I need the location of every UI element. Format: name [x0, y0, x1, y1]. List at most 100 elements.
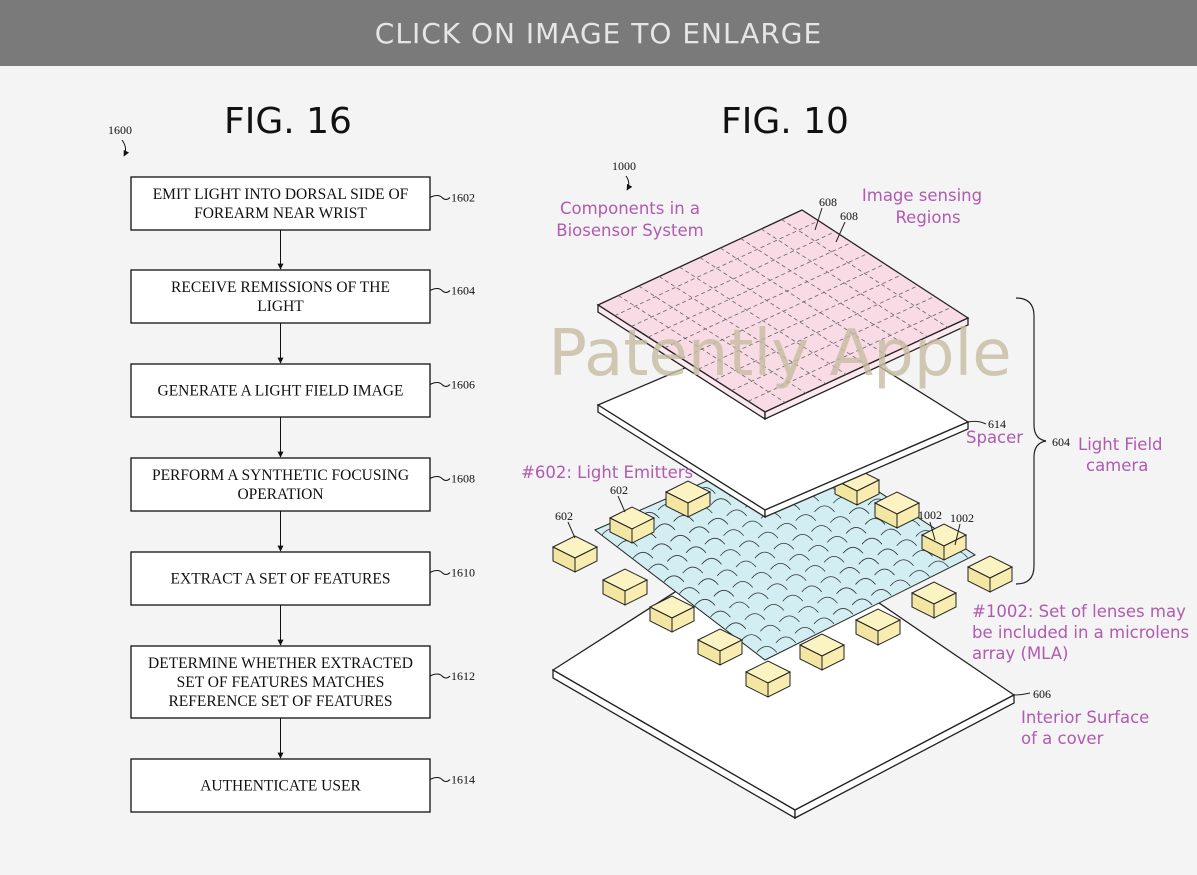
annotation-components: Components in a Biosensor System: [556, 199, 703, 240]
annotation-lenses: #1002: Set of lenses may be included in …: [972, 602, 1189, 663]
sensor-grid-line: [658, 276, 827, 385]
svg-text:Light Field: Light Field: [1078, 435, 1163, 454]
lens: [679, 587, 700, 594]
ref-606: 606: [1033, 687, 1051, 701]
lens: [896, 539, 918, 546]
annotation-light-field: Light Field camera: [1078, 435, 1163, 475]
flow-box-text: EXTRACT A SET OF FEATURES: [171, 571, 391, 588]
flow-ref-leader: [429, 476, 451, 481]
ref-1002a: 1002: [918, 508, 942, 522]
lens: [877, 548, 899, 556]
flow-box-text: OPERATION: [237, 486, 323, 503]
lens: [697, 578, 719, 585]
lens: [766, 583, 788, 591]
lens: [663, 575, 685, 583]
annotation-interior: Interior Surface of a cover: [1021, 708, 1149, 748]
lens: [701, 557, 722, 565]
flow-box-text: RECEIVE REMISSIONS OF THE: [171, 279, 390, 296]
flow-box: [130, 176, 431, 231]
lens: [720, 549, 741, 556]
lens: [747, 592, 769, 600]
flow-box-text: LIGHT: [257, 298, 304, 315]
lens: [744, 613, 766, 620]
flow-box: [130, 363, 431, 418]
lens: [909, 570, 930, 577]
flow-step: PERFORM A SYNTHETIC FOCUSINGOPERATION160…: [130, 457, 475, 512]
fig16-ref-arrow: [121, 139, 130, 157]
sensor-grid-line: [681, 263, 886, 359]
lens: [912, 549, 933, 557]
lens: [808, 545, 829, 552]
fig10-ref-arrow: [625, 175, 633, 191]
lens: [682, 566, 704, 574]
ref-1002b: 1002: [950, 511, 974, 525]
lens: [848, 507, 870, 515]
flow-box-text: REFERENCE SET OF FEATURES: [168, 693, 392, 710]
lens: [775, 636, 797, 644]
svg-text:of a cover: of a cover: [1021, 729, 1104, 748]
flow-step: EMIT LIGHT INTO DORSAL SIDE OF FOREARM NE…: [130, 176, 475, 231]
sensor-grid-line: [740, 238, 908, 347]
lens: [842, 546, 864, 554]
leader-606: [1013, 692, 1031, 696]
lens: [710, 610, 731, 618]
fig10-ref: 1000: [612, 159, 636, 173]
lens: [776, 522, 798, 530]
leader-602b: [617, 495, 626, 513]
flow-box: [130, 457, 431, 512]
flow-ref: 1602: [451, 191, 475, 205]
sensor-grid-line: [760, 228, 928, 338]
light-emitter: [601, 568, 649, 606]
light-field-bracket: [1015, 297, 1047, 585]
flow-ref-leader: [429, 570, 451, 575]
flow-box: [130, 269, 431, 324]
lens: [704, 537, 726, 545]
lens: [801, 585, 823, 593]
flow-ref: 1612: [451, 669, 475, 683]
lens: [756, 645, 778, 653]
flow-box-text: FOREARM NEAR WRIST: [194, 205, 367, 222]
leader-608b: [835, 221, 846, 243]
lens: [751, 571, 772, 579]
light-emitter: [648, 595, 696, 633]
fig16-ref: 1600: [108, 123, 132, 137]
sensor-grid-line: [720, 247, 888, 356]
lens: [729, 601, 750, 609]
flow-ref: 1608: [451, 472, 475, 486]
light-emitter: [551, 535, 599, 573]
lens: [839, 567, 861, 574]
svg-text:camera: camera: [1086, 456, 1148, 475]
lens: [713, 589, 735, 597]
lens: [811, 525, 832, 532]
lens: [794, 626, 816, 634]
svg-text:be included in a microlens: be included in a microlens: [972, 623, 1189, 642]
flow-box-text: EMIT LIGHT INTO DORSAL SIDE OF: [153, 186, 409, 203]
svg-text:Image sensing: Image sensing: [862, 186, 982, 205]
lens: [742, 520, 763, 528]
flow-box-text: SET OF FEATURES MATCHES: [177, 674, 385, 691]
sensor-grid-line: [698, 274, 902, 370]
lens: [880, 528, 902, 536]
lens: [726, 509, 748, 517]
light-emitter: [798, 633, 846, 671]
lens: [830, 516, 851, 523]
ref-608a: 608: [819, 195, 837, 209]
flow-box-text: AUTHENTICATE USER: [200, 778, 361, 795]
flow-box-text: GENERATE A LIGHT FIELD IMAGE: [158, 383, 404, 400]
sensor-grid-line: [631, 231, 836, 327]
leader-608a: [814, 207, 823, 231]
ref-614: 614: [988, 417, 1006, 431]
svg-text:Biosensor System: Biosensor System: [556, 221, 703, 240]
watermark: Patently Apple: [548, 317, 1011, 391]
lens: [851, 598, 873, 606]
lens: [651, 543, 673, 551]
click-to-enlarge-banner[interactable]: CLICK ON IMAGE TO ENLARGE: [0, 0, 1197, 66]
lens: [685, 546, 707, 554]
light-emitters: [551, 468, 1014, 698]
lens: [789, 553, 810, 561]
lens: [889, 579, 911, 587]
